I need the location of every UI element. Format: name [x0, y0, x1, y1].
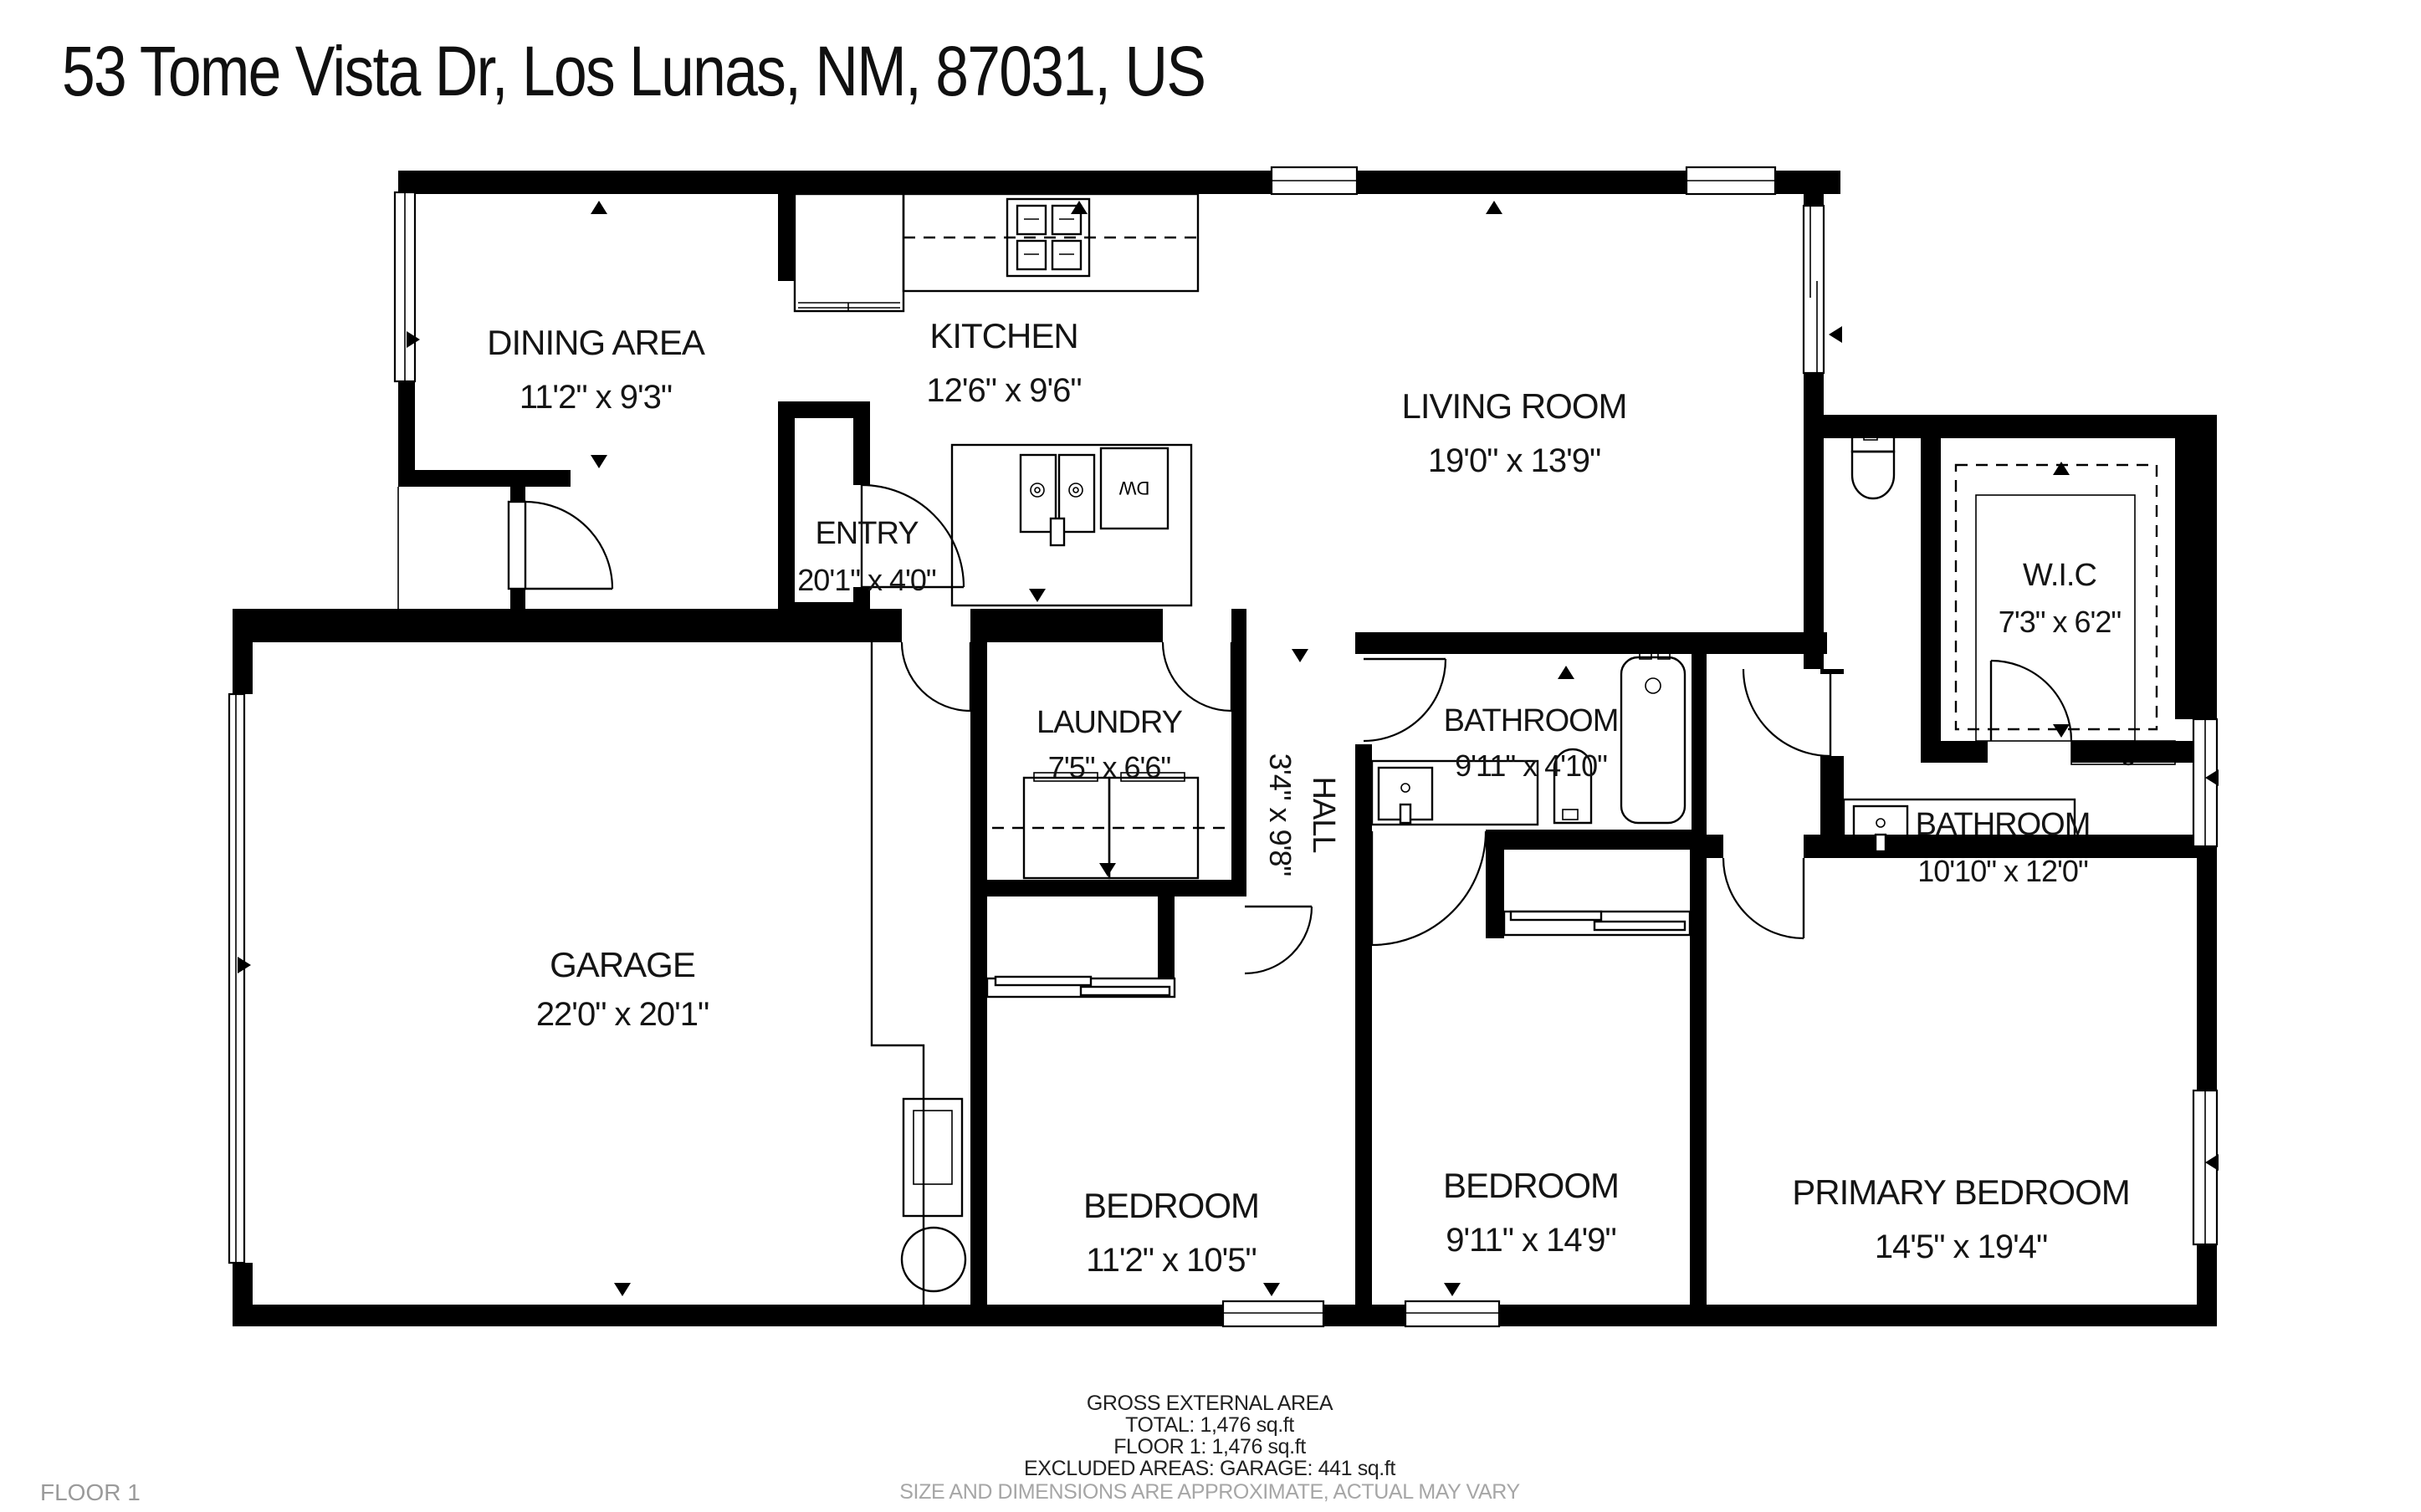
room-dims: 7'3" x 6'2" — [1999, 605, 2122, 639]
front-door — [507, 500, 614, 590]
room-dims: 14'5" x 19'4" — [1875, 1228, 2047, 1265]
living-top-window-1 — [1270, 166, 1359, 196]
garage-entry-door — [900, 641, 972, 713]
bedroom2-closet-doors — [1502, 910, 1692, 937]
fixtures: DW — [793, 192, 2176, 1305]
room-dims: 11'2" x 9'3" — [520, 379, 672, 416]
bedroom2-window — [1404, 1300, 1501, 1328]
living-top-window-2 — [1685, 166, 1777, 196]
primary-door — [1722, 857, 1805, 940]
room-dims: 10'10" x 12'0" — [1917, 854, 2088, 888]
direction-arrows — [238, 201, 2219, 1296]
room-dims: 12'6" x 9'6" — [926, 372, 1081, 409]
room-dims: 3'4" x 9'8" — [1263, 753, 1298, 876]
room-name: HALL — [1306, 776, 1341, 852]
room-dims: 9'11" x 4'10" — [1455, 748, 1607, 783]
kitchen-island: DW — [950, 443, 1193, 607]
room-name: BATHROOM — [1916, 807, 2091, 842]
footer-total: TOTAL: 1,476 sq.ft — [1125, 1413, 1294, 1437]
room-label-dining: DINING AREA 11'2" x 9'3" — [487, 323, 706, 416]
bathroom1-door — [1363, 657, 1447, 743]
room-name: GARAGE — [550, 945, 695, 984]
burner-icon — [1016, 204, 1047, 236]
footer: GROSS EXTERNAL AREA TOTAL: 1,476 sq.ft F… — [899, 1392, 1521, 1504]
bedroom1-door — [1244, 905, 1313, 975]
garage-door — [228, 692, 246, 1264]
sink-icon — [1019, 453, 1057, 534]
water-heater-icon — [900, 1226, 967, 1293]
room-name: PRIMARY BEDROOM — [1792, 1172, 2130, 1212]
laundry-door — [1161, 641, 1233, 713]
bathroom2-door — [1742, 668, 1832, 758]
dining-window — [393, 191, 417, 383]
room-label-kitchen: KITCHEN 12'6" x 9'6" — [926, 316, 1082, 409]
burner-icon — [1051, 204, 1083, 236]
room-name: ENTRY — [815, 516, 919, 551]
floor-label: FLOOR 1 — [40, 1479, 141, 1505]
room-name: BEDROOM — [1443, 1166, 1619, 1205]
room-dims: 7'5" x 6'6" — [1048, 750, 1171, 784]
wic-shelves — [1954, 463, 2158, 742]
room-label-hall: HALL 3'4" x 9'8" — [1263, 753, 1341, 876]
primary-window — [2192, 1089, 2219, 1246]
burner-icon — [1016, 239, 1047, 271]
washer-dryer — [992, 772, 1238, 880]
utility-box — [902, 1097, 964, 1218]
room-label-laundry: LAUNDRY 7'5" x 6'6" — [1036, 705, 1184, 784]
page-title: 53 Tome Vista Dr, Los Lunas, NM, 87031, … — [62, 31, 1206, 110]
toilet-icon — [1553, 748, 1593, 825]
pantry-door — [860, 483, 965, 589]
room-label-living: LIVING ROOM 19'0" x 13'9" — [1401, 386, 1627, 479]
room-label-bathroom1: BATHROOM 9'11" x 4'10" — [1444, 703, 1620, 783]
room-name: W.I.C — [2023, 558, 2096, 593]
room-label-garage: GARAGE 22'0" x 20'1" — [536, 945, 709, 1033]
kitchen-counter — [902, 192, 1200, 293]
bedroom1-closet-doors — [985, 975, 1176, 999]
dishwasher-label: DW — [1118, 478, 1149, 498]
room-labels: DINING AREA 11'2" x 9'3" KITCHEN 12'6" x… — [487, 316, 2131, 1279]
room-name: LAUNDRY — [1036, 705, 1183, 740]
room-name: DINING AREA — [487, 323, 705, 362]
room-dims: 20'1" x 4'0" — [797, 563, 936, 597]
room-dims: 11'2" x 10'5" — [1086, 1242, 1256, 1279]
bedroom2-door — [1370, 830, 1487, 947]
footer-excluded: EXCLUDED AREAS: GARAGE: 441 sq.ft — [1024, 1457, 1395, 1480]
faucet-icon — [1049, 517, 1066, 547]
room-label-primary: PRIMARY BEDROOM 14'5" x 19'4" — [1792, 1172, 2131, 1265]
room-name: BATHROOM — [1444, 703, 1619, 738]
room-dims: 22'0" x 20'1" — [536, 996, 709, 1033]
bathtub-icon — [1620, 656, 1687, 825]
footer-disclaimer: SIZE AND DIMENSIONS ARE APPROXIMATE, ACT… — [899, 1480, 1520, 1504]
doors — [507, 483, 2073, 975]
room-label-wic: W.I.C 7'3" x 6'2" — [1999, 558, 2122, 639]
room-label-bathroom2: BATHROOM 10'10" x 12'0" — [1916, 807, 2091, 888]
room-name: LIVING ROOM — [1401, 386, 1626, 426]
walls — [233, 171, 2217, 1326]
burner-icon — [1051, 239, 1083, 271]
dishwasher — [1099, 447, 1170, 530]
garage-interior — [870, 642, 967, 1305]
bathroom1-fixtures — [1370, 650, 1687, 826]
room-name: BEDROOM — [1083, 1186, 1259, 1225]
room-label-bedroom1: BEDROOM 11'2" x 10'5" — [1083, 1186, 1260, 1279]
windows — [228, 166, 2219, 1328]
wic-door — [1989, 659, 2073, 742]
toilet-icon — [1850, 450, 1896, 500]
refrigerator — [793, 192, 905, 313]
room-label-entry: ENTRY 20'1" x 4'0" — [797, 516, 937, 597]
footer-heading: GROSS EXTERNAL AREA — [1087, 1392, 1333, 1415]
room-label-bedroom2: BEDROOM 9'11" x 14'9" — [1443, 1166, 1620, 1259]
room-dims: 19'0" x 13'9" — [1428, 442, 1600, 479]
living-slider-door — [1802, 204, 1825, 375]
footer-floor1: FLOOR 1: 1,476 sq.ft — [1113, 1435, 1306, 1458]
vanity-counter — [1842, 798, 2076, 855]
room-name: KITCHEN — [929, 316, 1077, 355]
bedroom1-window — [1221, 1300, 1325, 1328]
address-title: 53 Tome Vista Dr, Los Lunas, NM, 87031, … — [62, 31, 1205, 110]
sink-icon — [1057, 453, 1096, 534]
room-dims: 9'11" x 14'9" — [1446, 1222, 1615, 1259]
